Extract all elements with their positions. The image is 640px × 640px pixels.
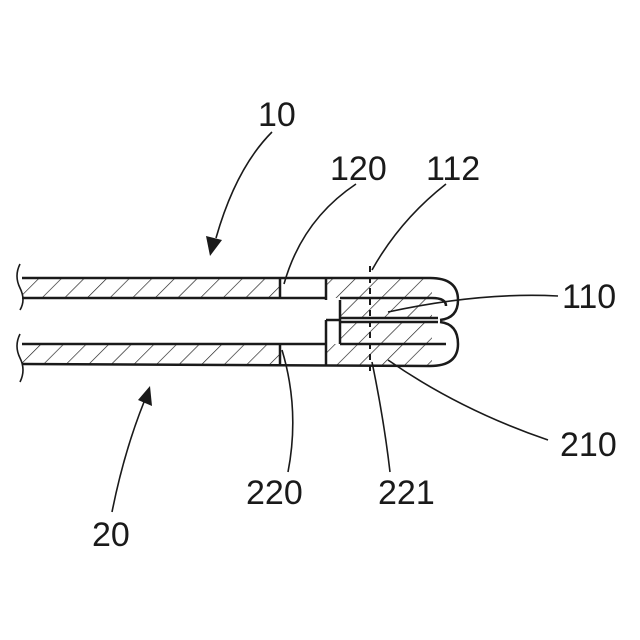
arrow-10-head <box>206 236 222 256</box>
arrow-20-head <box>138 386 152 406</box>
inner-element-210 <box>340 322 432 344</box>
arrow-10 <box>216 132 272 238</box>
label-110: 110 <box>562 278 616 316</box>
label-210: 210 <box>560 426 617 464</box>
leader-112 <box>372 184 446 270</box>
label-10: 10 <box>258 96 296 134</box>
label-120: 120 <box>330 150 387 188</box>
upper-plate-right-section <box>326 278 432 298</box>
leader-221 <box>372 362 390 472</box>
leader-120 <box>284 184 356 284</box>
label-20: 20 <box>92 516 130 554</box>
label-221: 221 <box>378 474 435 512</box>
leader-210 <box>388 360 548 440</box>
lower-plate-left-section <box>22 344 280 364</box>
label-220: 220 <box>246 474 303 512</box>
leader-220 <box>282 350 293 472</box>
inner-element-110 <box>340 298 432 318</box>
arrow-20 <box>112 402 144 512</box>
label-112: 112 <box>426 150 480 188</box>
upper-plate-left-section <box>22 278 280 298</box>
lower-plate-right-section <box>326 344 432 366</box>
